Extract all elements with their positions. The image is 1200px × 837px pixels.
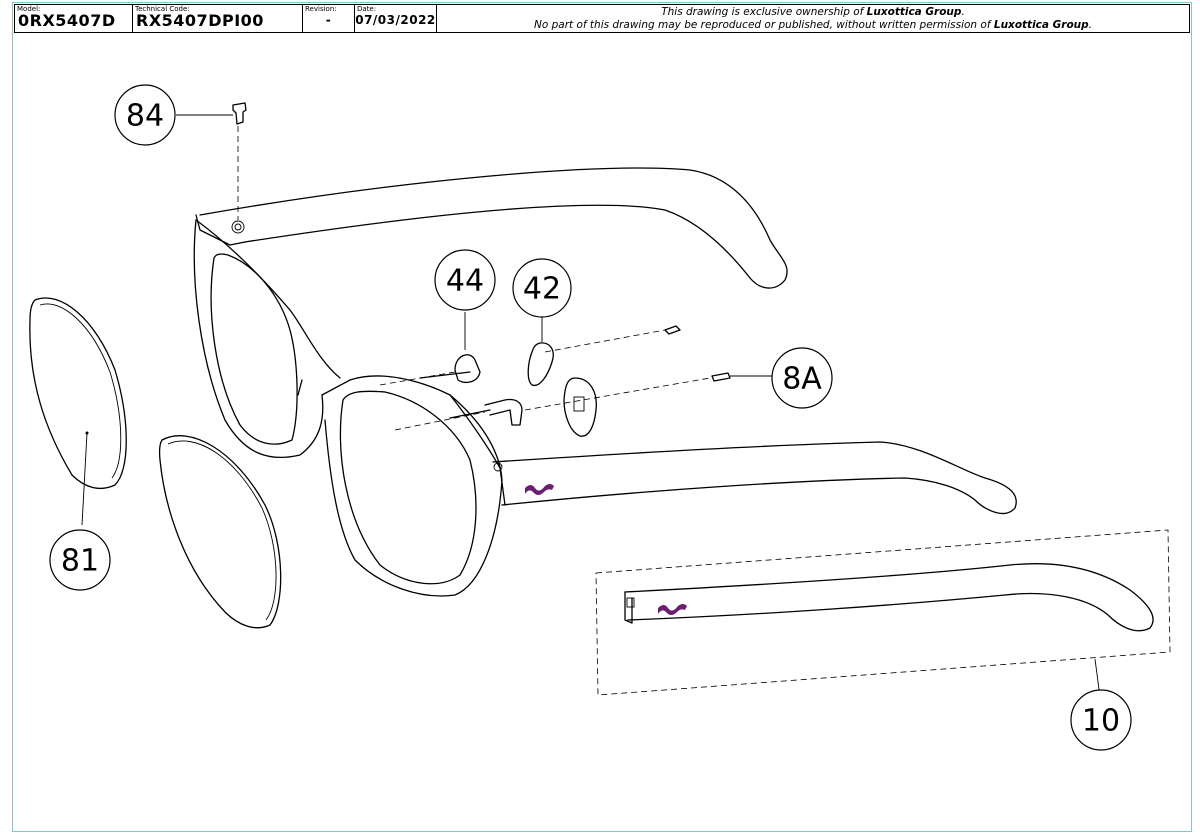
temple-front xyxy=(492,441,1017,515)
callout-84-label: 84 xyxy=(126,99,164,134)
revision-label: Revision: xyxy=(305,5,337,13)
callout-84: 84 xyxy=(114,84,176,146)
lens-left-81 xyxy=(29,297,127,526)
spare-temple-10 xyxy=(595,529,1171,698)
title-block: Model: 0RX5407D Technical Code: RX5407DP… xyxy=(14,4,1190,33)
drawing-sheet-border xyxy=(12,2,1192,832)
technical-code-label: Technical Code: xyxy=(135,5,190,13)
revision-value: - xyxy=(325,13,332,27)
callout-81: 81 xyxy=(49,529,111,591)
model-cell: Model: 0RX5407D xyxy=(15,5,133,32)
lens-right-81 xyxy=(158,435,282,629)
callout-8a-label: 8A xyxy=(782,362,822,397)
callout-44: 44 xyxy=(434,249,496,311)
screw-84 xyxy=(176,102,247,234)
callout-44-label: 44 xyxy=(446,264,484,299)
technical-code-value: RX5407DPI00 xyxy=(136,11,264,30)
screw-8a xyxy=(524,325,772,411)
date-cell: Date: 07/03/2022 xyxy=(355,5,437,32)
front-frame xyxy=(193,219,506,597)
revision-cell: Revision: - xyxy=(303,5,355,32)
ownership-notice: This drawing is exclusive ownership of L… xyxy=(437,5,1189,32)
ray-ban-logo-temple xyxy=(525,484,554,495)
callout-10-label: 10 xyxy=(1082,704,1120,739)
notice-line-2: No part of this drawing may be reproduce… xyxy=(533,19,1092,31)
model-label: Model: xyxy=(17,5,41,13)
pad-arm-44 xyxy=(379,312,523,431)
nose-pad-42 xyxy=(527,316,666,437)
callout-42-label: 42 xyxy=(523,272,561,307)
callout-81-label: 81 xyxy=(61,544,99,579)
temple-back xyxy=(195,167,788,289)
technical-code-cell: Technical Code: RX5407DPI00 xyxy=(133,5,303,32)
callout-10: 10 xyxy=(1070,689,1132,751)
model-value: 0RX5407D xyxy=(18,11,116,30)
callout-42: 42 xyxy=(512,258,572,318)
ray-ban-logo-spare-temple xyxy=(658,604,687,615)
notice-line-1: This drawing is exclusive ownership of L… xyxy=(661,6,965,18)
date-value: 07/03/2022 xyxy=(355,13,436,27)
date-label: Date: xyxy=(357,5,377,13)
callout-8a: 8A xyxy=(771,347,833,409)
